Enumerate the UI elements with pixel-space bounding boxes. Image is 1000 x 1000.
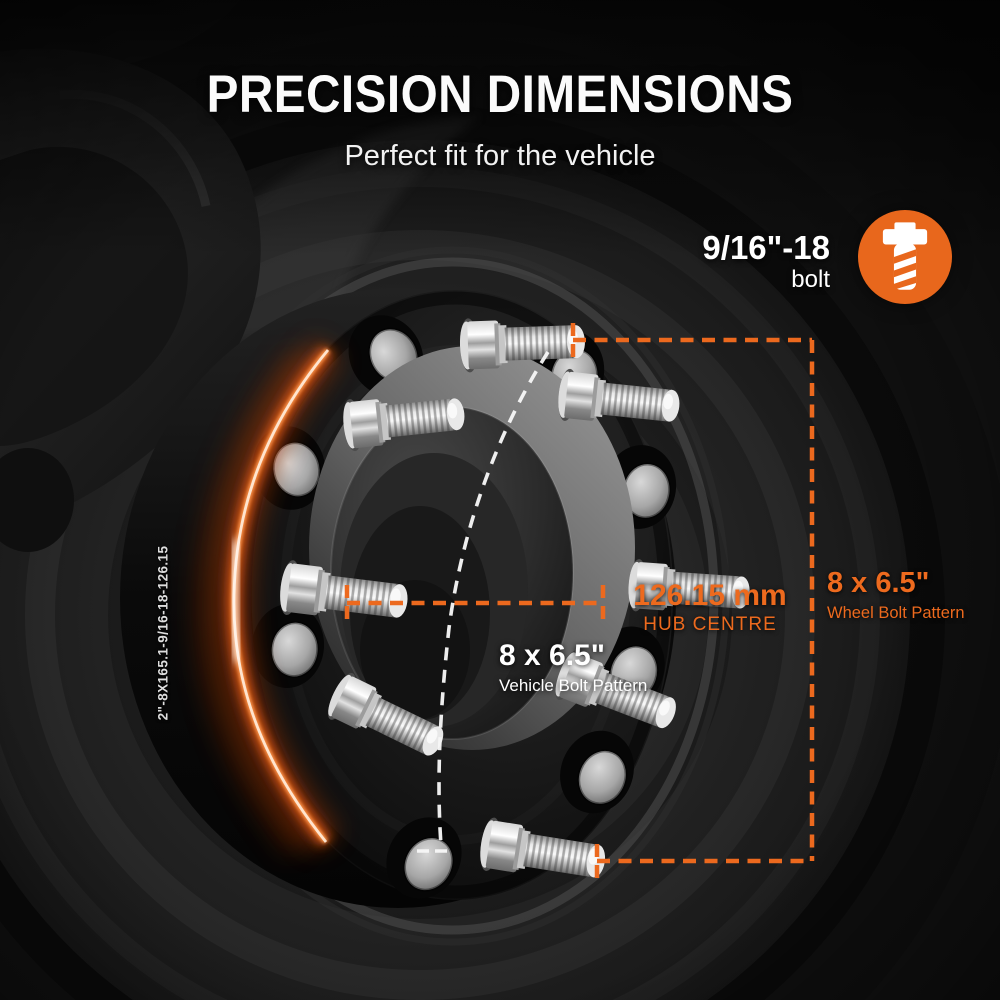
bolt-spec-label: bolt bbox=[791, 266, 830, 293]
spacer-engraving: 2"-8X165.1-9/16-18-126.15 bbox=[155, 545, 171, 721]
wheel-bolt-pattern-bracket bbox=[570, 323, 815, 878]
wheel-bolt-pattern-callout: 8 x 6.5" Wheel Bolt Pattern bbox=[827, 569, 997, 622]
hub-centre-value: 126.15 mm bbox=[633, 579, 787, 612]
vehicle-bolt-pattern-arc bbox=[437, 351, 550, 846]
vehicle-bolt-pattern-callout: 8 x 6.5" Vehicle Bolt Pattern bbox=[499, 639, 719, 695]
bolt-spec-callout: 9/16"-18 bolt bbox=[530, 231, 830, 292]
wheel-bolt-pattern-value: 8 x 6.5" bbox=[827, 567, 930, 599]
bolt-spec-value: 9/16"-18 bbox=[702, 229, 830, 266]
page-title: PRECISION DIMENSIONS bbox=[0, 68, 1000, 121]
vehicle-bolt-pattern-label: Vehicle Bolt Pattern bbox=[499, 676, 648, 695]
bolt-icon-badge bbox=[858, 210, 952, 304]
bolt-icon bbox=[882, 222, 928, 290]
page-subtitle: Perfect fit for the vehicle bbox=[344, 140, 656, 172]
wheel-bolt-pattern-label: Wheel Bolt Pattern bbox=[827, 604, 965, 622]
hub-centre-callout: 126.15 mm HUB CENTRE bbox=[608, 579, 812, 635]
title-text: PRECISION DIMENSIONS bbox=[206, 65, 794, 124]
hub-centre-label: HUB CENTRE bbox=[643, 614, 777, 635]
hub-centre-line bbox=[344, 585, 606, 621]
annotations bbox=[344, 323, 815, 878]
vehicle-bolt-pattern-value: 8 x 6.5" bbox=[499, 639, 605, 672]
